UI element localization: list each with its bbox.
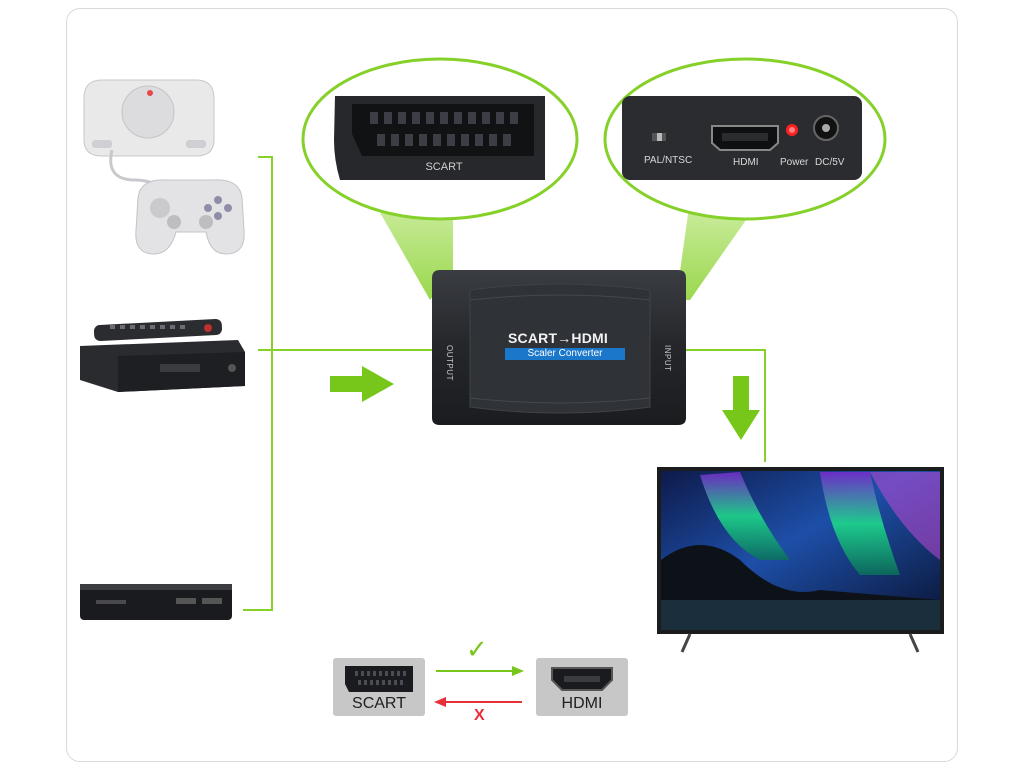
zoom-beam-left	[370, 195, 453, 300]
converter-brand-label: SCART→HDMI	[508, 330, 608, 346]
game-console-icon	[83, 79, 215, 157]
gamepad-icon	[135, 179, 245, 255]
converter-sub-label: Scaler Converter	[505, 348, 625, 360]
output-side-label: OUTPUT	[445, 345, 454, 381]
converter-box	[432, 270, 686, 425]
legend-arrow-ok	[436, 666, 524, 676]
legend-hdmi-label: HDMI	[561, 695, 603, 712]
hdmi-port-label: HDMI	[733, 157, 759, 168]
television-icon	[657, 467, 944, 653]
remote-control-icon	[93, 318, 223, 342]
legend-hdmi-box: HDMI	[536, 658, 628, 716]
zoom-beam-right	[676, 200, 760, 300]
input-side-label: INPUT	[663, 345, 672, 372]
pal-ntsc-label: PAL/NTSC	[644, 155, 693, 166]
green-arrow-right-icon	[330, 366, 394, 402]
legend-scart-label: SCART	[352, 695, 406, 712]
converter-panel-icon	[622, 96, 862, 180]
legend-scart-box: SCART	[333, 658, 425, 716]
set-top-box-icon	[80, 340, 245, 392]
scart-zoom-label: SCART	[425, 161, 463, 173]
hdmi-port-icon	[551, 667, 613, 691]
wiring	[243, 156, 766, 611]
legend-arrow-no	[434, 697, 522, 707]
green-arrow-down-icon	[722, 376, 760, 440]
scart-port-icon	[345, 666, 413, 692]
bluray-player-icon	[80, 584, 232, 620]
check-icon: ✓	[466, 634, 488, 664]
dc-label: DC/5V	[815, 157, 845, 168]
scart-port-icon	[334, 96, 545, 180]
cross-icon: X	[474, 707, 485, 724]
power-label: Power	[780, 157, 809, 168]
